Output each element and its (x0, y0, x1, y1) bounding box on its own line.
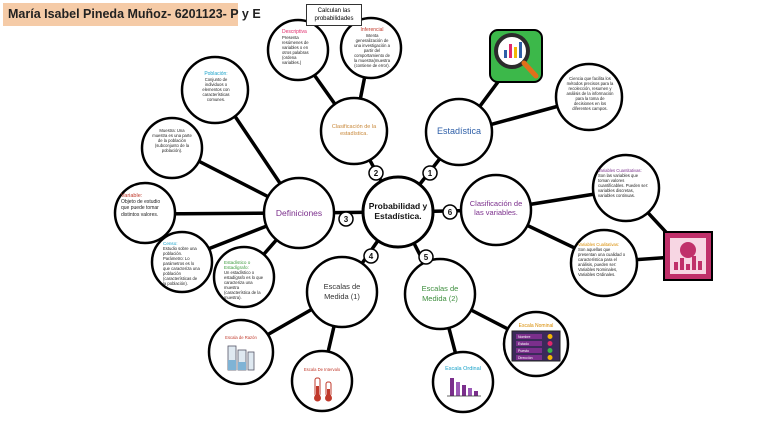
note-poblacion: Población: Conjunto de individuos o elem… (199, 71, 233, 103)
circle-branch-definiciones[interactable] (262, 176, 336, 250)
badge-4: 4 (369, 252, 374, 261)
variable-title: Variable: (121, 193, 143, 199)
escala-intervalo-label: Escala De Intervalo (303, 367, 341, 372)
estadistica-definition: Ciencia que facilita los métodos preciso… (566, 76, 614, 111)
descriptiva-title: Descriptiva (282, 29, 307, 35)
nominal-row-2: Puesto (518, 349, 529, 353)
circle-variable[interactable] (113, 181, 177, 245)
badge-5: 5 (424, 253, 429, 262)
circle-inferencial[interactable] (339, 16, 403, 80)
badge-3: 3 (344, 215, 349, 224)
var-cual-text: Son aquellas que presentan una cualidad … (578, 247, 626, 277)
circle-center[interactable] (361, 175, 435, 249)
note-circles (113, 16, 661, 414)
var-cual-title: Variables Cualitativas: (578, 242, 620, 247)
circle-branch-clasificacion[interactable] (319, 96, 389, 166)
number-badges: 1 2 3 4 5 6 (338, 165, 458, 265)
poblacion-title: Población: (204, 71, 228, 77)
estadistico-text: Un estadístico o estadígrafo es lo que c… (224, 270, 264, 300)
nominal-list-labels: Nombre Estado Puesto Dirección (518, 335, 533, 360)
note-var-cuantitativas: Variables Cuantitativas: Son las variabl… (598, 168, 650, 198)
variable-text: Objeto de estudio que puede tomar distin… (121, 199, 161, 218)
note-inferencial: Inferencial Intenta generalización de un… (353, 27, 391, 69)
circle-censo[interactable] (150, 230, 214, 294)
note-variable: Variable: Objeto de estudio que puede to… (121, 193, 167, 218)
note-censo: Censo: Estudio sobre una población. Pará… (163, 241, 201, 286)
censo-title: Censo: (163, 241, 178, 246)
note-descriptiva: Descriptiva Presenta resúmenes de variab… (282, 29, 316, 66)
circle-estadistico[interactable] (212, 245, 276, 309)
var-cuant-title: Variables Cuantitativas: (598, 168, 642, 173)
statistics-chart-icon (489, 29, 543, 83)
circle-descriptiva[interactable] (266, 18, 330, 82)
branch-clasificacion-label: Clasificación de la estadística. (331, 124, 377, 137)
ordinal-bars-icon (447, 378, 481, 397)
branch-variables-label: Clasificación de las variables. (469, 199, 523, 217)
branch-estadistica-label: Estadística (436, 126, 482, 136)
badge-6: 6 (448, 208, 453, 217)
probability-note-box: Calculan las probabilidades (306, 4, 362, 26)
variables-chart-icon (663, 231, 713, 281)
note-var-cualitativas: Variables Cualitativas: Son aquellas que… (578, 242, 630, 277)
nominal-list-icon (511, 330, 561, 362)
branch-definiciones-label: Definiciones (275, 208, 323, 218)
circle-estadistica-def[interactable] (554, 62, 624, 132)
nominal-row-1: Estado (518, 342, 529, 346)
circle-branch-variables[interactable] (459, 173, 533, 247)
badge-2: 2 (374, 169, 379, 178)
page-header: María Isabel Pineda Muñoz- 6201123- P y … (3, 3, 261, 26)
circle-var-cual[interactable] (569, 228, 639, 298)
inferencial-title: Inferencial (360, 27, 384, 33)
beakers-icon (227, 345, 255, 371)
branch-circles (262, 96, 533, 331)
poblacion-text: Conjunto de individuos o elementos con c… (202, 77, 230, 102)
thermometer-icon (314, 377, 332, 402)
circle-var-cuant[interactable] (591, 153, 661, 223)
note-muestra: Muestra: Una muestra es una parte de la … (152, 128, 192, 153)
badge-1: 1 (428, 169, 433, 178)
var-cuant-text: Son las variables que toman valores cuan… (598, 173, 649, 198)
censo-text: Estudio sobre una población. Parámetro: … (163, 246, 200, 286)
circle-muestra[interactable] (140, 116, 204, 180)
note-estadistico: Estadístico o Estadígrafo: Un estadístic… (224, 260, 264, 300)
branch-escalas2-label: Escalas de Medida (2) (421, 284, 459, 303)
circle-branch-estadistica[interactable] (424, 97, 494, 167)
circle-branch-escalas1[interactable] (305, 255, 379, 329)
circle-escala-intervalo[interactable] (290, 349, 354, 413)
nominal-row-3: Dirección (518, 356, 533, 360)
estadistico-title: Estadístico o Estadígrafo: (224, 260, 251, 270)
branch-escalas1-label: Escalas de Medida (1) (323, 282, 361, 301)
escala-razon-label: Escala de Razón (225, 335, 257, 340)
circle-escala-ordinal[interactable] (431, 350, 495, 414)
escala-ordinal-label: Escala Ordinal (445, 366, 481, 372)
descriptiva-text: Presenta resúmenes de variables o en otr… (282, 35, 309, 65)
circle-poblacion[interactable] (180, 55, 250, 125)
escala-nominal-label: Escala Nominal (518, 323, 554, 329)
center-title: Probabilidad y Estadística. (368, 201, 428, 221)
inferencial-text: Intenta generalización de una investigac… (353, 33, 391, 68)
nominal-row-0: Nombre (518, 335, 531, 339)
circle-branch-escalas2[interactable] (403, 257, 477, 331)
